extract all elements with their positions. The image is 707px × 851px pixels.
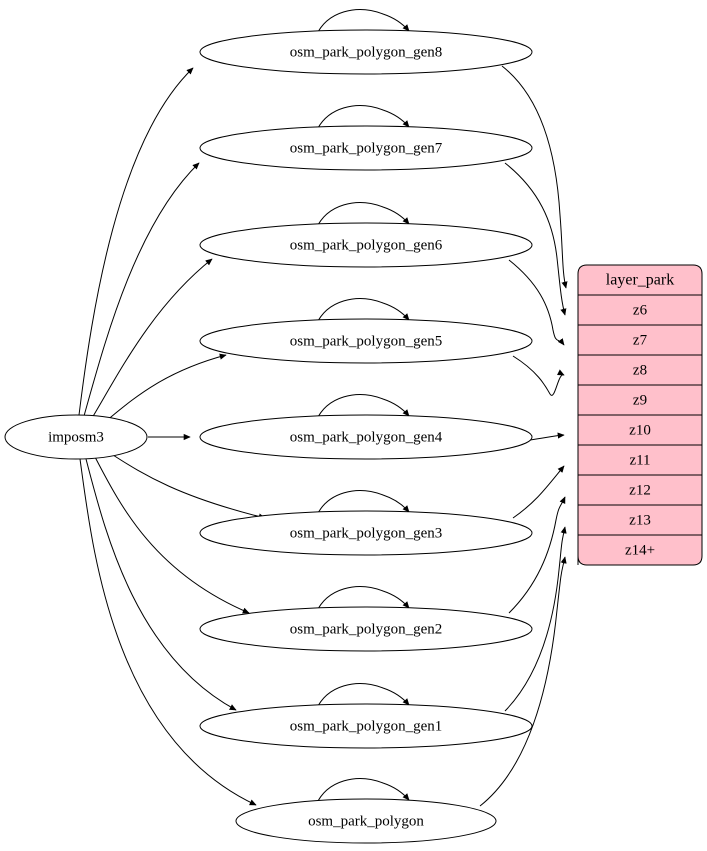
node-gen8[interactable] bbox=[199, 29, 533, 75]
edges-from-imposm3 bbox=[78, 67, 266, 806]
self-loop-gen8 bbox=[315, 9, 410, 37]
node-label-gen8: osm_park_polygon_gen8 bbox=[290, 44, 442, 60]
table-row-label-z13: z13 bbox=[629, 512, 651, 528]
edge-gen6-to-z8 bbox=[508, 259, 565, 346]
edge-gen5-to-z9 bbox=[512, 355, 565, 396]
process-nodes: osm_park_polygon_gen8 osm_park_polygon_ge… bbox=[199, 29, 533, 844]
edge-imposm3-to-gen5 bbox=[105, 353, 227, 422]
layer-park-table: layer_park z6 z7 z8 z9 z10 z11 z12 z13 z14+ bbox=[577, 264, 703, 566]
node-label-gen3: osm_park_polygon_gen3 bbox=[290, 525, 442, 541]
source-node-imposm3[interactable]: imposm3 bbox=[4, 414, 148, 460]
node-gen6[interactable] bbox=[199, 222, 533, 268]
node-gen5[interactable] bbox=[199, 318, 533, 364]
node-label-gen4: osm_park_polygon_gen4 bbox=[290, 429, 443, 445]
table-header-label: layer_park bbox=[606, 272, 674, 289]
node-gen7[interactable] bbox=[199, 125, 533, 171]
edge-gen7-to-z7 bbox=[504, 162, 567, 316]
edge-imposm3-to-gen2 bbox=[94, 456, 250, 614]
table-row-label-z14plus: z14+ bbox=[625, 542, 655, 558]
table-row-z11[interactable] bbox=[577, 444, 703, 476]
edge-imposm3-to-base bbox=[79, 458, 257, 806]
self-loop-gen1 bbox=[315, 683, 410, 711]
self-loop-base bbox=[315, 778, 410, 806]
node-label-imposm3: imposm3 bbox=[48, 429, 104, 445]
table-row-z13[interactable] bbox=[577, 504, 703, 536]
edge-gen8-to-z6 bbox=[501, 65, 568, 289]
edge-gen1-to-z13 bbox=[504, 526, 567, 712]
edge-gen3-to-z11 bbox=[512, 465, 565, 519]
self-loop-edges bbox=[315, 9, 410, 806]
table-row-z9[interactable] bbox=[577, 384, 703, 416]
table-row-label-z11: z11 bbox=[629, 452, 650, 468]
edge-imposm3-to-gen6 bbox=[91, 258, 213, 419]
self-loop-gen5 bbox=[315, 298, 410, 326]
self-loop-gen3 bbox=[315, 490, 410, 518]
self-loop-gen2 bbox=[315, 586, 410, 614]
node-gen2[interactable] bbox=[199, 606, 533, 652]
table-row-z14plus[interactable] bbox=[577, 534, 703, 566]
self-loop-gen6 bbox=[315, 202, 410, 230]
node-label-gen7: osm_park_polygon_gen7 bbox=[290, 140, 443, 156]
table-row-z6[interactable] bbox=[577, 294, 703, 326]
edges-to-layer-park bbox=[479, 65, 568, 807]
table-row-z8[interactable] bbox=[577, 354, 703, 386]
edge-imposm3-to-gen1 bbox=[85, 458, 237, 711]
node-imposm3[interactable] bbox=[4, 414, 148, 460]
node-label-base: osm_park_polygon bbox=[308, 813, 424, 829]
table-row-z7[interactable] bbox=[577, 324, 703, 356]
node-label-gen2: osm_park_polygon_gen2 bbox=[290, 621, 442, 637]
edge-imposm3-to-gen7 bbox=[83, 162, 200, 417]
table-row-label-z12: z12 bbox=[629, 482, 651, 498]
edge-gen2-to-z12 bbox=[508, 496, 566, 614]
table-row-label-z7: z7 bbox=[633, 332, 648, 348]
node-gen1[interactable] bbox=[199, 703, 533, 749]
node-base[interactable] bbox=[235, 798, 497, 844]
node-label-gen5: osm_park_polygon_gen5 bbox=[290, 333, 442, 349]
self-loop-gen7 bbox=[315, 105, 410, 133]
table-row-label-z10: z10 bbox=[629, 422, 651, 438]
node-label-gen1: osm_park_polygon_gen1 bbox=[290, 718, 442, 734]
table-row-z10[interactable] bbox=[577, 414, 703, 446]
self-loop-gen4 bbox=[315, 394, 410, 422]
node-gen4[interactable] bbox=[199, 414, 533, 460]
table-row-label-z8: z8 bbox=[633, 362, 647, 378]
node-label-gen6: osm_park_polygon_gen6 bbox=[290, 237, 443, 253]
edge-base-to-z14 bbox=[479, 556, 567, 807]
table-row-label-z9: z9 bbox=[633, 392, 647, 408]
edge-imposm3-to-gen8 bbox=[78, 67, 194, 416]
table-row-label-z6: z6 bbox=[633, 302, 648, 318]
table-row-z12[interactable] bbox=[577, 474, 703, 506]
edge-imposm3-to-gen3 bbox=[112, 454, 266, 520]
edge-gen4-to-z10 bbox=[529, 432, 565, 441]
node-gen3[interactable] bbox=[199, 510, 533, 556]
